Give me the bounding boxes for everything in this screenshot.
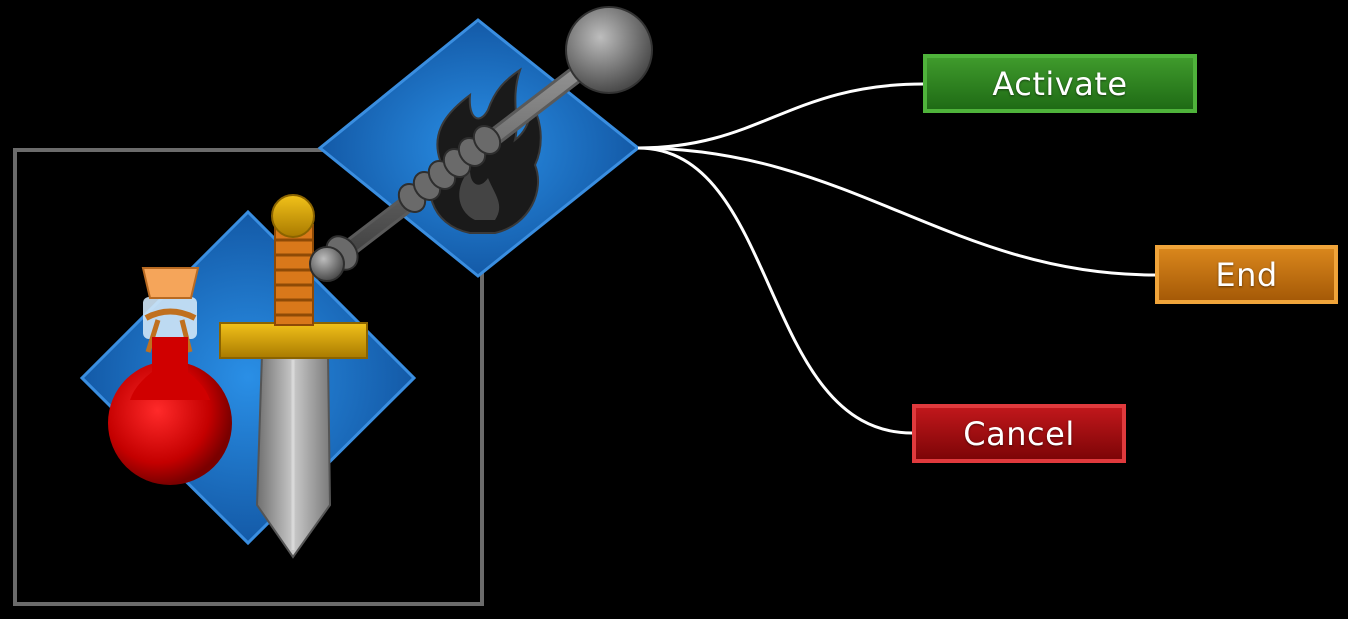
rod-connector-icon [309, 6, 653, 282]
equipment-frame [13, 148, 484, 606]
connector-to-cancel [637, 146, 913, 435]
connector-to-activate [637, 82, 924, 150]
activate-label: Activate [992, 64, 1128, 103]
cancel-label: Cancel [963, 414, 1075, 453]
end-button[interactable]: End [1155, 245, 1338, 304]
end-label: End [1215, 255, 1278, 294]
connector-to-end [637, 146, 1156, 277]
sword-icon [219, 194, 368, 559]
potion-icon [108, 267, 232, 485]
cancel-button[interactable]: Cancel [912, 404, 1126, 463]
activate-button[interactable]: Activate [923, 54, 1197, 113]
